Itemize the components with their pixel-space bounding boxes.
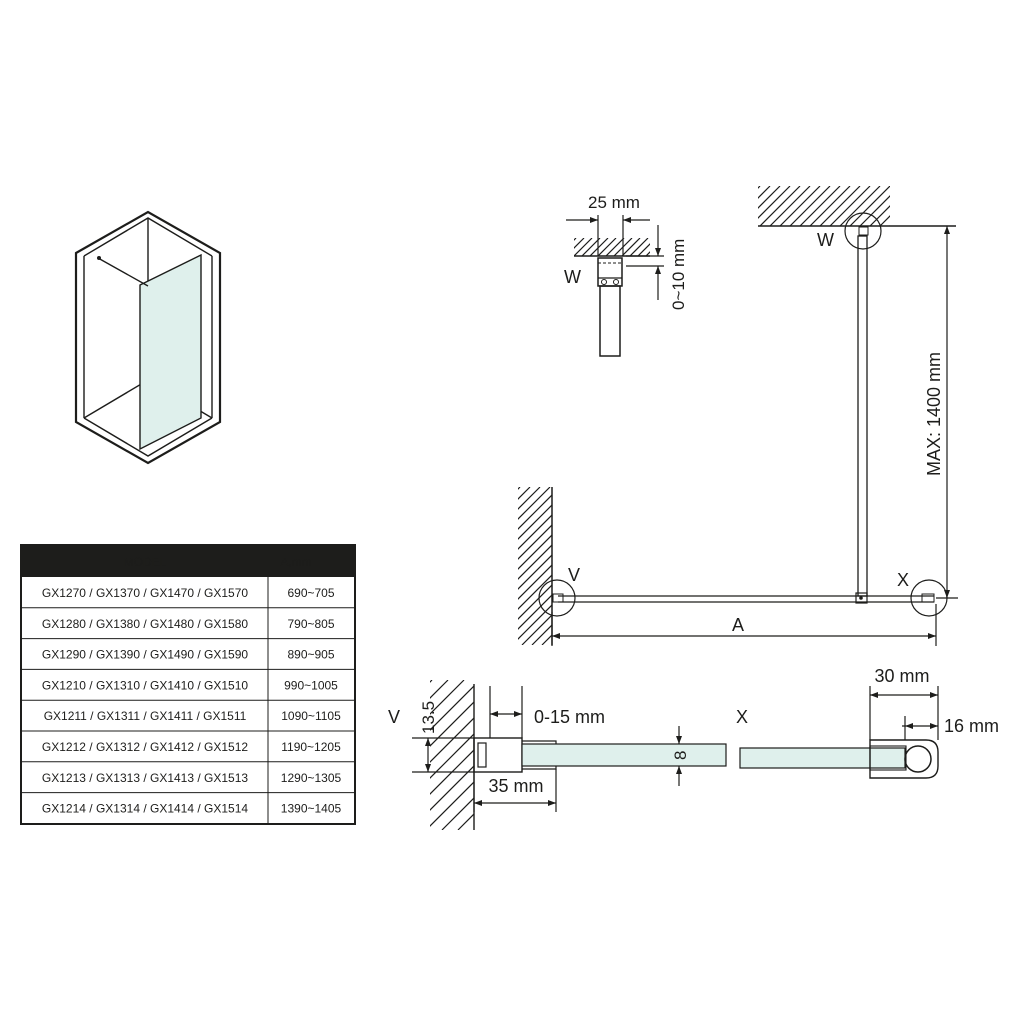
table-cell-model: GX1280 / GX1380 / GX1480 / GX1580 [42, 617, 248, 631]
detail-v-glass: 8 [671, 751, 690, 760]
table-cell-a: 690~705 [287, 586, 334, 600]
table-header-a: A,mm [280, 555, 311, 569]
table-row: GX1210 / GX1310 / GX1410 / GX1510 990~100… [42, 678, 338, 692]
table-cell-a: 1290~1305 [281, 771, 342, 785]
top-detail-gap: 0~10 mm [669, 239, 688, 310]
detail-x-inner: 16 mm [944, 716, 999, 736]
table-row: GX1212 / GX1312 / GX1412 / GX1512 1190~12… [42, 740, 341, 754]
detail-x-label: X [736, 707, 748, 727]
table-row: GX1211 / GX1311 / GX1411 / GX1511 1090~11… [44, 709, 341, 723]
table-cell-model: GX1270 / GX1370 / GX1470 / GX1570 [42, 586, 248, 600]
detail-v-adjust: 0-15 mm [534, 707, 605, 727]
table-cell-a: 890~905 [287, 648, 334, 662]
plan-label-v: V [568, 565, 580, 585]
table-cell-a: 790~805 [287, 617, 334, 631]
detail-v-thickness: 13.5 [419, 701, 438, 734]
table-cell-a: 1390~1405 [281, 802, 342, 816]
table-row: GX1280 / GX1380 / GX1480 / GX1580 790~805 [42, 617, 335, 631]
table-cell-a: 1090~1105 [281, 709, 341, 723]
detail-v-label: V [388, 707, 400, 727]
top-detail-w: 25 mm W 0~10 mm [564, 193, 688, 357]
table-cell-a: 990~1005 [284, 678, 338, 692]
top-detail-label-w: W [564, 267, 581, 287]
table-cell-model: GX1211 / GX1311 / GX1411 / GX1511 [44, 709, 247, 723]
table-cell-model: GX1214 / GX1314 / GX1414 / GX1514 [42, 802, 248, 816]
plan-dim-a: A [732, 615, 744, 635]
table-cell-model: GX1213 / GX1313 / GX1413 / GX1513 [42, 771, 248, 785]
table-cell-model: GX1290 / GX1390 / GX1490 / GX1590 [42, 648, 248, 662]
table-cell-a: 1190~1205 [281, 740, 341, 754]
top-detail-width: 25 mm [588, 193, 640, 212]
plan-label-w: W [817, 230, 834, 250]
table-row: GX1213 / GX1313 / GX1413 / GX1513 1290~13… [42, 771, 342, 785]
plan-label-x: X [897, 570, 909, 590]
detail-x: X 30 mm 16 mm [736, 666, 999, 779]
table-cell-model: GX1212 / GX1312 / GX1412 / GX1512 [42, 740, 248, 754]
model-table: MODEL A,mm GX1270 / GX1370 / GX1470 / GX… [20, 544, 356, 825]
table-header-model: MODEL [124, 555, 167, 569]
table-cell-model: GX1210 / GX1310 / GX1410 / GX1510 [42, 678, 248, 692]
table-row: GX1270 / GX1370 / GX1470 / GX1570 690~705 [42, 586, 335, 600]
table-row: GX1214 / GX1314 / GX1414 / GX1514 1390~14… [42, 802, 342, 816]
plan-view: W V X A MAX: 1400 mm [518, 186, 958, 646]
shower-3d-sketch [74, 210, 222, 465]
plan-max-height: MAX: 1400 mm [924, 352, 944, 476]
detail-x-width: 30 mm [874, 666, 929, 686]
table-row: GX1290 / GX1390 / GX1490 / GX1590 890~905 [42, 648, 335, 662]
detail-v-depth: 35 mm [488, 776, 543, 796]
detail-v: V 13.5 0-15 mm 35 mm 8 [388, 680, 727, 830]
